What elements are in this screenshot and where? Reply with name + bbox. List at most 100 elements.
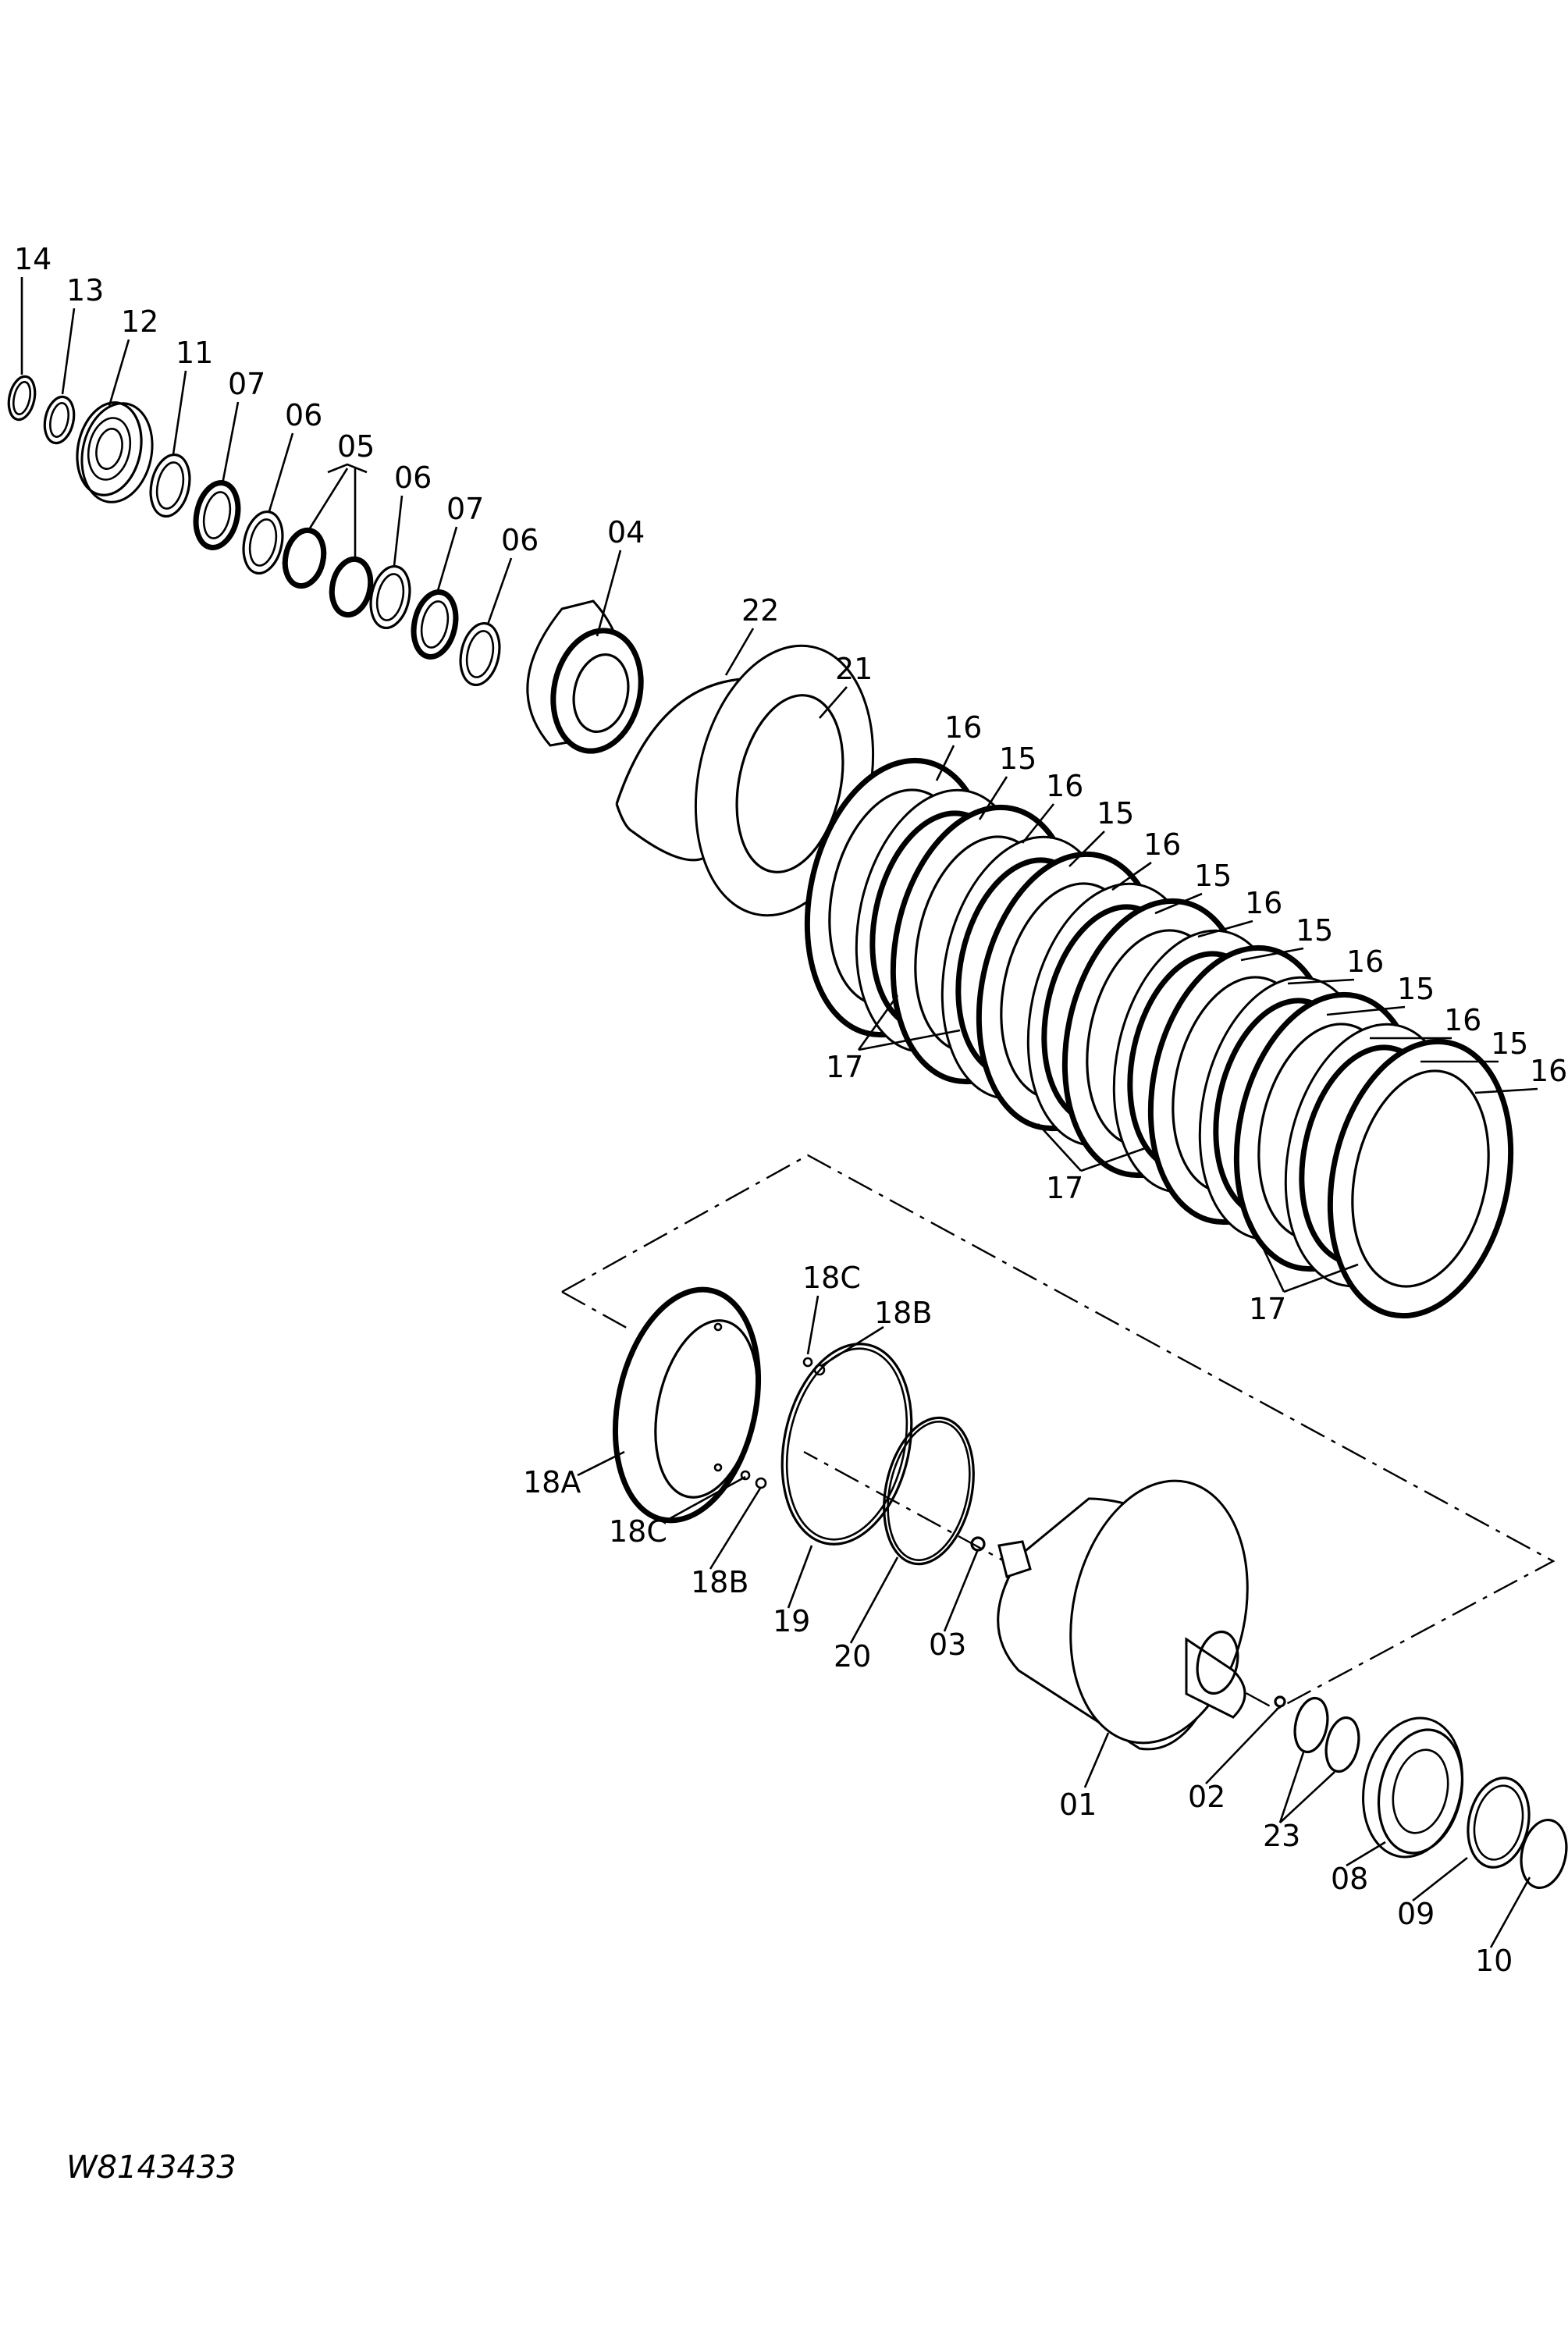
leader-05-left (307, 468, 349, 532)
seal-ring-23a (1293, 1696, 1329, 1754)
callout-18c-lower: 18C (609, 1514, 667, 1549)
leader-21 (819, 686, 848, 719)
clutch-disc-16-teeth (1327, 1038, 1514, 1319)
callout-23: 23 (1263, 1819, 1300, 1853)
callout-15-e: 15 (1397, 972, 1435, 1006)
callout-16-d: 16 (1245, 886, 1282, 920)
washer-13-inner (49, 402, 69, 438)
callout-10: 10 (1475, 1944, 1513, 1978)
leader-08 (1346, 1841, 1386, 1867)
washer-11-inner (155, 461, 185, 510)
bearing-12-bore (95, 428, 123, 470)
piston-18a (613, 1288, 760, 1522)
callout-16-g: 16 (1530, 1054, 1567, 1088)
leader-23-2 (1279, 1771, 1335, 1823)
leader-18b-upper (820, 1325, 884, 1368)
leader-18c-lower (663, 1475, 746, 1524)
leader-15c (1154, 892, 1203, 915)
leader-13 (61, 308, 76, 395)
leader-07a (221, 401, 240, 485)
seal-ring-19-inner (785, 1347, 908, 1541)
bearing-12-face (76, 401, 143, 496)
leader-20 (849, 1556, 899, 1644)
leader-18b-lower (709, 1486, 763, 1570)
leader-19 (787, 1545, 813, 1609)
ball-18b-lower (755, 1477, 767, 1489)
piston-18a-bore (654, 1319, 759, 1499)
leader-16g (1474, 1087, 1538, 1094)
leader-lines (20, 277, 1538, 1948)
leader-18a (577, 1450, 625, 1477)
washer-06c (459, 621, 501, 687)
callout-17-b: 17 (1046, 1171, 1083, 1205)
bearing-08-face (1377, 1728, 1464, 1855)
callout-06-second: 06 (394, 461, 432, 495)
hub-04-bore (572, 653, 630, 734)
pressure-plate-21-bore (735, 694, 844, 873)
parts-group (7, 375, 1568, 1890)
callout-15-d: 15 (1296, 913, 1333, 948)
check-ball-hole (713, 1463, 723, 1472)
needle-bearing-07a (193, 480, 241, 550)
leader-16c (1111, 861, 1152, 891)
leader-06b (393, 495, 404, 567)
needle-bearing-07b-inner (420, 600, 450, 649)
leader-12 (108, 339, 130, 407)
callout-09: 09 (1397, 1897, 1435, 1931)
washer-11 (149, 453, 191, 518)
leader-11 (172, 370, 187, 455)
callout-18b-upper: 18B (874, 1296, 932, 1330)
ball-18c-upper (802, 1357, 813, 1368)
washer-06b (369, 564, 411, 630)
callout-16-b: 16 (1046, 769, 1083, 803)
callout-05: 05 (337, 429, 375, 464)
leader-18c-upper (806, 1295, 820, 1355)
leader-15e (1326, 1005, 1406, 1016)
callout-01: 01 (1059, 1788, 1097, 1822)
needle-bearing-07b (411, 589, 459, 660)
leader-09 (1412, 1856, 1468, 1902)
callout-21: 21 (835, 652, 873, 686)
leader-16b (1021, 803, 1055, 844)
callout-04: 04 (607, 515, 645, 550)
ball-18c-lower (740, 1470, 751, 1481)
leader-06c (486, 557, 513, 625)
leader-16d (1197, 920, 1253, 938)
callout-18c-upper: 18C (802, 1261, 861, 1295)
snap-ring-14-inner (12, 381, 32, 415)
bearing-12-race (87, 417, 132, 481)
clutch-drum-01-nose (997, 1540, 1032, 1578)
seal-ring-20 (883, 1416, 975, 1566)
leader-17c-2 (1283, 1263, 1359, 1293)
leader-10 (1489, 1876, 1531, 1948)
washer-06c-inner (465, 630, 495, 678)
seal-ring-20-inner (887, 1421, 971, 1561)
washer-09 (1467, 1777, 1531, 1869)
snap-ring-14 (7, 375, 37, 422)
callout-14: 14 (14, 242, 52, 276)
leader-16e (1287, 978, 1355, 985)
leader-02 (1205, 1707, 1279, 1784)
leader-17b-1 (1037, 1123, 1082, 1172)
callout-labels: 14 13 12 11 07 06 05 06 07 06 04 22 21 1… (14, 242, 1567, 2186)
callout-22: 22 (741, 593, 779, 628)
callout-18a: 18A (523, 1465, 581, 1499)
callout-17-a: 17 (826, 1050, 863, 1084)
leader-04 (596, 550, 622, 637)
callout-03: 03 (929, 1627, 966, 1662)
assembly-boundary-end (561, 1290, 633, 1332)
callout-18b-lower: 18B (691, 1565, 748, 1599)
leader-17a-1 (857, 994, 899, 1051)
assembly-boundary (561, 1154, 1556, 1711)
needle-cage-05a-rollers (282, 527, 327, 589)
leader-17a-2 (858, 1029, 961, 1051)
leader-07b (436, 526, 458, 594)
callout-06-first: 06 (285, 398, 322, 432)
needle-cage-05b-rollers (329, 556, 374, 618)
callout-15-f: 15 (1491, 1026, 1528, 1061)
callout-12: 12 (121, 304, 158, 339)
leader-17c-1 (1247, 1217, 1285, 1293)
callout-16-e: 16 (1346, 944, 1384, 979)
washer-13 (43, 395, 76, 445)
